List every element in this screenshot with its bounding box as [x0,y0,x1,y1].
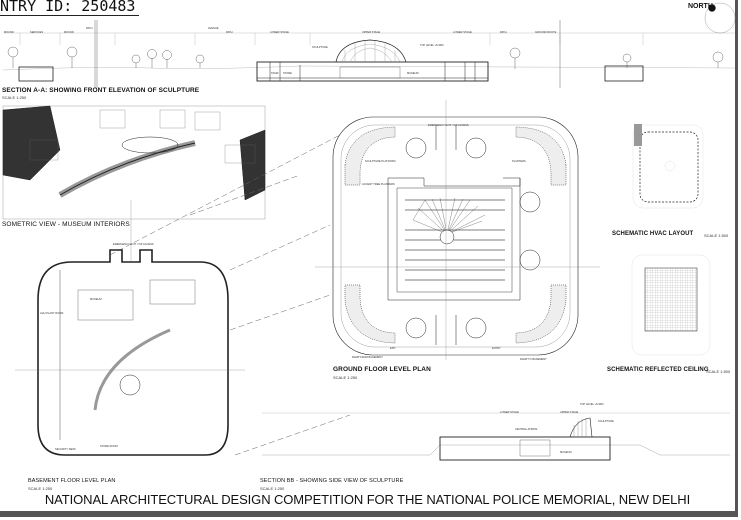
section-aa-drawing [2,20,736,88]
section-aa-label-store: STORE [283,72,292,75]
ground-label-accent-tree: ACCENT TREE PLANTERS [362,183,395,186]
sheet-title: NATIONAL ARCHITECTURAL DESIGN COMPETITIO… [44,492,691,507]
hvac-scale: SCALE 1:500 [704,233,729,238]
ground-label-entry: ENTRY [492,347,501,350]
section-aa-label-path: PATH [500,31,507,34]
section-aa-label-avenue: AVENUE [208,27,219,30]
isometric-view-title: SOMETRIC VIEW - MUSEUM INTERIORS [2,221,130,228]
hvac-title: SCHEMATIC HVAC LAYOUT [612,231,694,237]
section-bb-label-museum: MUSEUM [560,451,572,454]
section-aa-label-path: PATH [226,31,233,34]
tree-icon [7,46,724,69]
basement-label-store: STORE ROOM [100,445,118,448]
basement-label-security: SECURITY DESK [55,448,76,451]
section-aa-label-top-level: TOP LEVEL +8.30M [420,44,444,47]
section-aa-label-museum: MUSEUM [407,72,419,75]
section-bb-scale: SCALE 1:250 [260,486,285,491]
ground-label-exit: EXIT [390,347,396,350]
ground-label-ramp-to-basement: RAMP TO BASEMENT [520,358,547,361]
basement-plan-drawing [15,200,245,456]
hvac-layout-drawing [632,124,704,209]
section-bb-drawing [262,412,730,461]
section-aa-label-mound: MOUND [4,31,14,34]
basement-label-ahu: AHU PLANT ROOM [40,312,64,315]
section-bb-label-lower-stage: LOWER STAGE [500,411,519,414]
ground-label-ramp-from-basement: RAMP FROM BASEMENT [352,356,383,359]
section-bb-label-upper-stage: UPPER STAGE [560,411,579,414]
ceiling-scale: SCALE 1:500 [706,369,731,374]
ground-floor-plan-drawing [315,100,600,360]
basement-label-emergency-exit: EMERGENCY EXIT / VIP ACCESS [113,243,154,246]
ground-label-sculpture-platform: SCULPTURE PLATFORM [365,160,396,163]
section-aa-label-path: PATH [86,27,93,30]
section-aa-label-upper-stage: UPPER STAGE [362,31,381,34]
north-arrow-icon [704,2,736,34]
ground-plan-scale: SCALE 1:250 [333,375,358,380]
basement-plan-scale: SCALE 1:250 [28,486,53,491]
isometric-view-image [2,105,266,220]
basement-plan-title: BASEMENT FLOOR LEVEL PLAN [28,478,116,484]
section-bb-label-sculpture: SCULPTURE [598,420,614,423]
ground-label-planters: PLANTERS [512,160,526,163]
entry-id: NTRY ID: 250483 [0,0,140,16]
section-aa-label-sculpture: SCULPTURE [312,46,328,49]
section-aa-label-lower-stage: LOWER STAGE [453,31,472,34]
section-aa-label-lower-stage: LOWER STAGE [270,31,289,34]
section-bb-label-atrium: CENTRAL ATRIUM [515,428,538,431]
section-aa-label-stair: STAIR [271,72,279,75]
reflected-ceiling-drawing [631,254,711,356]
section-aa-scale: SCALE 1:250 [2,95,27,100]
basement-label-museum: MUSEUM [90,298,102,301]
section-aa-label-ground-route: GROUND ROUTE [535,31,557,34]
section-bb-title: SECTION BB - SHOWING SIDE VIEW OF SCULPT… [260,478,404,484]
north-label: NORTH [688,3,713,10]
ground-plan-title: GROUND FLOOR LEVEL PLAN [333,366,431,373]
section-aa-title: SECTION A-A: SHOWING FRONT ELEVATION OF … [2,87,200,94]
ceiling-title: SCHEMATIC REFLECTED CEILING [607,367,709,373]
section-aa-label-mound: MOUND [64,31,74,34]
ground-label-emergency-exit: EMERGENCY EXIT / VIP ACCESS [428,124,469,127]
section-aa-label-services: SERVICES [30,31,44,34]
section-bb-label-top-level: TOP LEVEL +8.30M [580,403,604,406]
